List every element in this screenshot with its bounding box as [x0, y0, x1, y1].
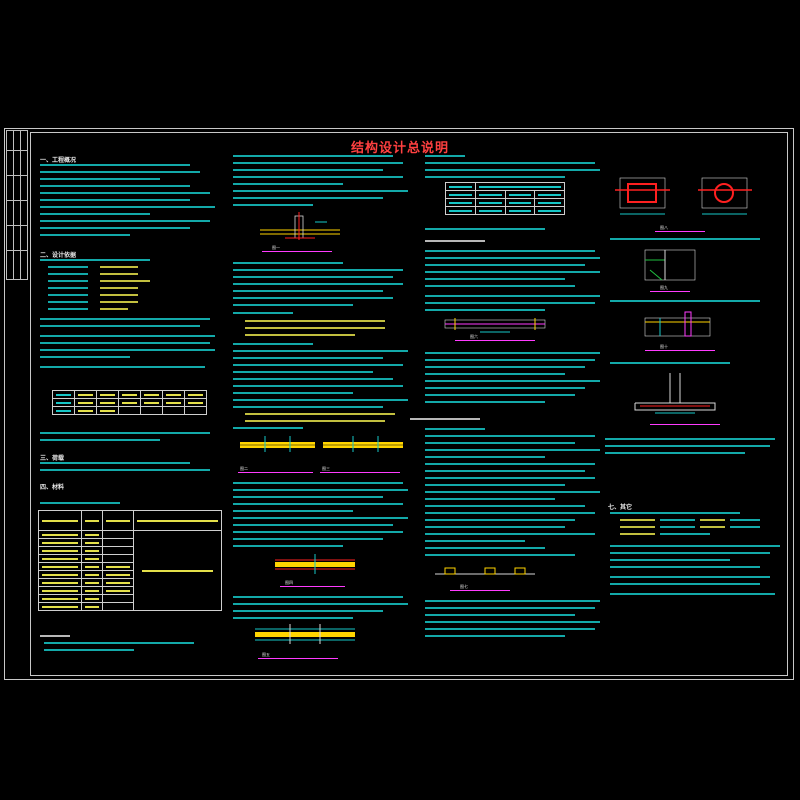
foundation-detail [634, 373, 716, 414]
section-heading-3: 三、荷载 [40, 455, 65, 462]
figure-9-caption: 图九 [660, 285, 668, 290]
figure-4-caption: 图四 [285, 580, 293, 585]
drawing-title: 结构设计总说明 [350, 141, 449, 156]
figure-8-caption: 图八 [660, 225, 668, 230]
figure-4-detail [275, 554, 355, 574]
figure-10-detail [644, 311, 711, 337]
figure-3-detail [323, 436, 403, 452]
column-4-note-2 [610, 362, 730, 364]
figure-2-detail [240, 436, 315, 452]
figure-10-caption: 图十 [660, 344, 668, 349]
figure-7-caption: 图七 [460, 584, 468, 589]
anchorage-table [445, 182, 566, 215]
figure-1-caption: 图一 [272, 245, 280, 250]
figure-7-detail [435, 567, 535, 575]
figure-6-detail [444, 318, 546, 333]
figure-5-detail [255, 624, 355, 644]
foundation-caption-underline [650, 424, 720, 425]
load-table [52, 390, 207, 415]
figure-8-note [610, 238, 760, 240]
column-4-note-1 [610, 300, 760, 302]
section-heading-4: 四、材料 [40, 484, 65, 491]
section-heading-7: 七、其它 [608, 504, 633, 511]
figure-1-detail [260, 212, 340, 240]
drawing-border-inner [30, 132, 788, 676]
figure-3-caption: 图三 [322, 466, 330, 471]
section-heading-2: 二、设计依据 [40, 252, 77, 259]
figure-6-caption: 图六 [470, 334, 478, 339]
figure-5-caption: 图五 [262, 652, 270, 657]
section-heading-1: 一、工程概况 [40, 157, 77, 164]
drawing-border-outer [4, 128, 794, 680]
materials-table [38, 510, 222, 611]
figure-2-caption: 图二 [240, 466, 248, 471]
title-block [6, 130, 28, 280]
figure-8-detail [615, 177, 752, 215]
figure-9-detail [644, 249, 696, 281]
materials-intro [40, 502, 120, 504]
